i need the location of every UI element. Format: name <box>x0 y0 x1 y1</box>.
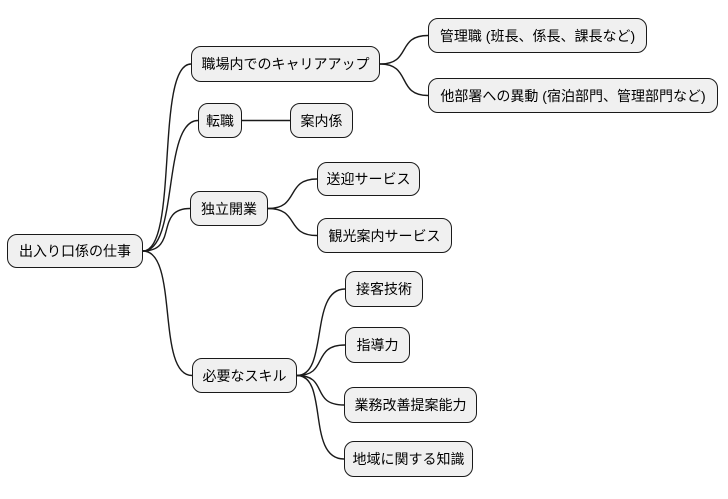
edge-independent-tour-guide <box>267 207 318 237</box>
edge-root-required-skills <box>142 250 193 377</box>
node-guide: 案内係 <box>290 103 353 138</box>
edge-root-job-change <box>142 119 199 252</box>
node-improvement-proposal: 業務改善提案能力 <box>344 387 477 423</box>
edge-skills-local-knowledge <box>296 374 345 460</box>
edge-root-career-up <box>142 63 192 252</box>
node-career-up: 職場内でのキャリアアップ <box>191 46 380 82</box>
node-job-change: 転職 <box>198 103 242 138</box>
node-leadership: 指導力 <box>345 327 410 363</box>
edge-career-up-management <box>379 34 429 65</box>
node-root: 出入り口係の仕事 <box>7 234 143 268</box>
node-tour-guide-service: 観光案内サービス <box>317 218 452 253</box>
edge-skills-improvement <box>296 374 345 406</box>
node-customer-service: 接客技術 <box>345 271 423 307</box>
edge-skills-customer-service <box>296 288 346 377</box>
edge-career-up-transfer <box>379 63 429 97</box>
node-management: 管理職 (班長、係長、課長など) <box>428 18 647 53</box>
node-independent: 独立開業 <box>190 191 268 226</box>
edge-skills-leadership <box>296 344 346 377</box>
node-shuttle-service: 送迎サービス <box>317 162 420 196</box>
edge-root-independent <box>142 207 191 252</box>
node-transfer: 他部署への異動 (宿泊部門、管理部門など) <box>428 78 718 113</box>
node-local-knowledge: 地域に関する知識 <box>344 441 473 477</box>
edge-independent-shuttle <box>267 178 318 210</box>
node-required-skills: 必要なスキル <box>192 358 297 393</box>
